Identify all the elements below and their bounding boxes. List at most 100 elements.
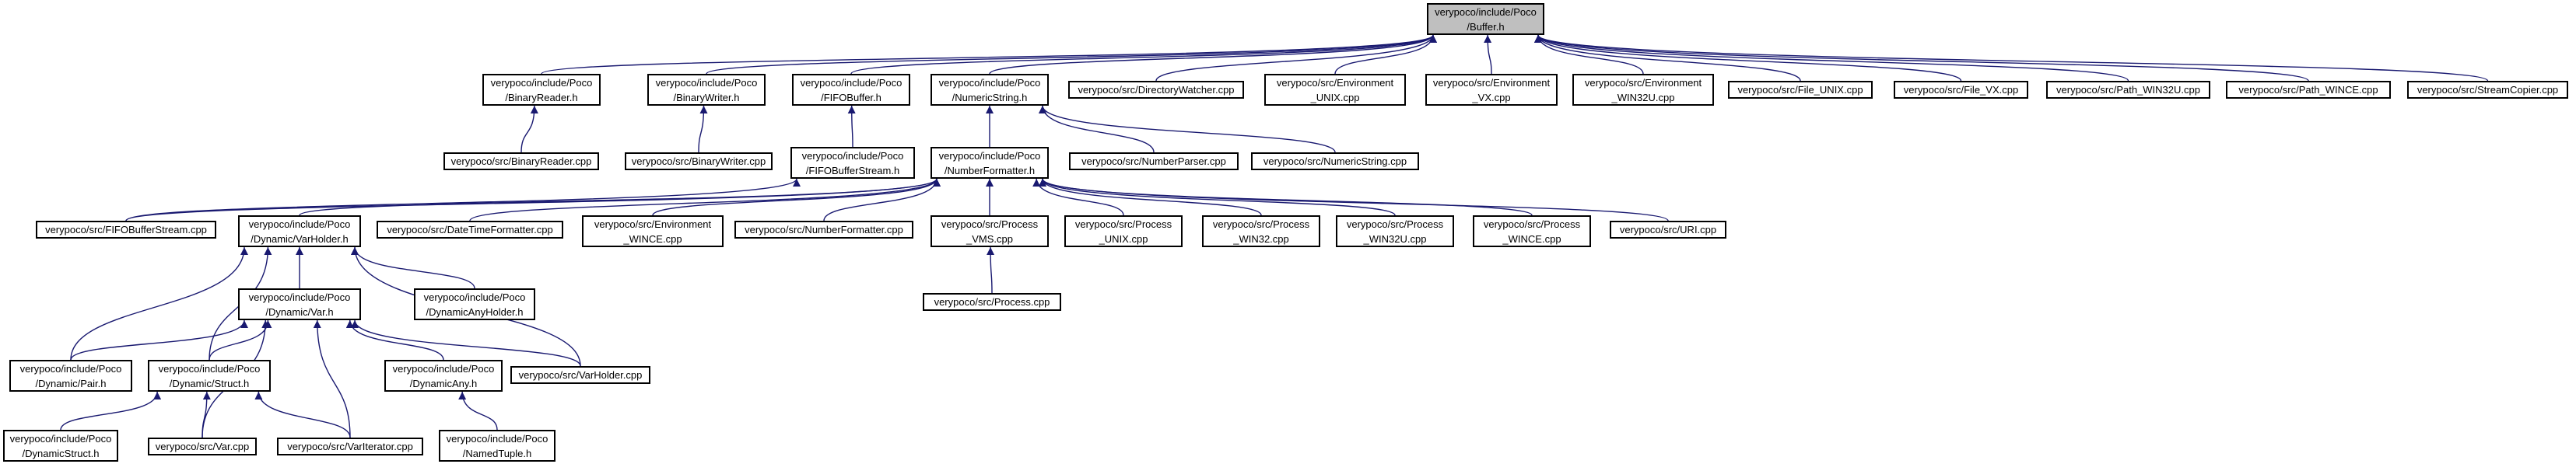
edge-pair-h-to-varholder-h (70, 246, 248, 361)
node-fifobuffer-h[interactable]: verypoco/include/Poco/FIFOBuffer.h (792, 74, 910, 106)
node-dynamicanyholder-h[interactable]: verypoco/include/Poco/DynamicAnyHolder.h (414, 288, 535, 320)
node-file-unix-cpp[interactable]: verypoco/src/File_UNIX.cpp (1728, 81, 1873, 99)
node-numberparser-cpp[interactable]: verypoco/src/NumberParser.cpp (1069, 152, 1239, 170)
node-buffer-h[interactable]: verypoco/include/Poco/Buffer.h (1427, 3, 1544, 35)
node-process-vms-cpp[interactable]: verypoco/src/Process_VMS.cpp (931, 215, 1049, 247)
edge-fifobufferstream-cpp-to-numberformatter-h (125, 178, 941, 222)
node-label-line: _UNIX.cpp (1099, 232, 1148, 245)
node-struct-h[interactable]: verypoco/include/Poco/Dynamic/Struct.h (148, 360, 271, 392)
edge-varholder-cpp-to-var-h (351, 319, 581, 367)
edge-path-win32u-cpp-to-buffer-h (1534, 34, 2129, 82)
node-process-unix-cpp[interactable]: verypoco/src/Process _UNIX.cpp (1064, 215, 1183, 247)
edge-path-wince-cpp-to-buffer-h (1534, 34, 2309, 82)
node-label-line: verypoco/src/NumberFormatter.cpp (745, 224, 903, 235)
node-label-line: _WIN32U.cpp (1611, 91, 1675, 103)
node-environment-vx-cpp[interactable]: verypoco/src/Environment_VX.cpp (1425, 74, 1558, 106)
node-label-line: verypoco/src/Environment (594, 218, 712, 230)
node-binarywriter-h[interactable]: verypoco/include/Poco/BinaryWriter.h (647, 74, 766, 106)
node-file-vx-cpp[interactable]: verypoco/src/File_VX.cpp (1894, 81, 2028, 99)
node-namedtuple-h[interactable]: verypoco/include/Poco/NamedTuple.h (439, 430, 556, 462)
node-environment-unix-cpp[interactable]: verypoco/src/Environment_UNIX.cpp (1264, 74, 1406, 106)
node-dynamicstruct-h[interactable]: verypoco/include/Poco/DynamicStruct.h (3, 430, 118, 462)
node-label-line: verypoco/src/Environment (1276, 76, 1394, 89)
edge-dynamicstruct-h-to-struct-h (60, 391, 162, 431)
node-label-line: /Dynamic/VarHolder.h (251, 232, 349, 245)
node-label-line: /Buffer.h (1467, 20, 1505, 33)
node-process-win32u-cpp[interactable]: verypoco/src/Process _WIN32U.cpp (1336, 215, 1454, 247)
node-process-win32-cpp[interactable]: verypoco/src/Process_WIN32.cpp (1202, 215, 1320, 247)
edge-numericstring-cpp-to-numericstring-h (1039, 105, 1336, 153)
node-label-line: verypoco/include/Poco (158, 362, 261, 375)
node-label-line: verypoco/include/Poco (392, 362, 495, 375)
node-numericstring-cpp[interactable]: verypoco/src/NumericString.cpp (1251, 152, 1419, 170)
node-var-cpp[interactable]: verypoco/src/Var.cpp (148, 438, 257, 455)
node-label-line: /DynamicAnyHolder.h (426, 305, 524, 318)
node-label-line: verypoco/include/Poco (1435, 5, 1537, 18)
node-label-line: /NamedTuple.h (462, 447, 532, 459)
node-label-line: /FIFOBuffer.h (821, 91, 881, 103)
node-label-line: verypoco/src/VarHolder.cpp (518, 369, 643, 381)
edge-process-win32-cpp-to-numberformatter-h (1039, 178, 1262, 216)
node-label-line: /Dynamic/Struct.h (169, 377, 250, 389)
node-varholder-h[interactable]: verypoco/include/Poco/Dynamic/VarHolder.… (238, 215, 361, 247)
node-varholder-cpp[interactable]: verypoco/src/VarHolder.cpp (510, 366, 650, 384)
node-binaryreader-h[interactable]: verypoco/include/Poco/BinaryReader.h (482, 74, 601, 106)
node-label-line: /Dynamic/Var.h (265, 305, 334, 318)
node-process-wince-cpp[interactable]: verypoco/src/Process_WINCE.cpp (1473, 215, 1591, 247)
edge-environment-vx-cpp-to-buffer-h (1484, 34, 1492, 75)
node-var-h[interactable]: verypoco/include/Poco/Dynamic/Var.h (238, 288, 361, 320)
node-label-line: _VMS.cpp (966, 232, 1013, 245)
node-dynamicany-h[interactable]: verypoco/include/Poco/DynamicAny.h (384, 360, 503, 392)
node-label-line: _VX.cpp (1472, 91, 1511, 103)
node-label-line: verypoco/include/Poco (490, 76, 593, 89)
node-label-line: verypoco/src/BinaryWriter.cpp (631, 155, 766, 167)
node-label-line: verypoco/src/NumericString.cpp (1263, 155, 1407, 167)
node-numberformatter-cpp[interactable]: verypoco/src/NumberFormatter.cpp (734, 221, 913, 239)
node-variterator-cpp[interactable]: verypoco/src/VarIterator.cpp (277, 438, 423, 455)
node-label-line: verypoco/src/Var.cpp (155, 441, 250, 452)
node-path-wince-cpp[interactable]: verypoco/src/Path_WINCE.cpp (2226, 81, 2391, 99)
edge-process-win32u-cpp-to-numberformatter-h (1039, 178, 1396, 216)
edge-numberformatter-cpp-to-numberformatter-h (823, 178, 941, 222)
node-label-line: verypoco/src/Environment (1584, 76, 1702, 89)
edge-var-cpp-to-struct-h (202, 391, 211, 438)
node-datetimeformatter-cpp[interactable]: verypoco/src/DateTimeFormatter.cpp (377, 221, 563, 239)
node-path-win32u-cpp[interactable]: verypoco/src/Path_WIN32U.cpp (2046, 81, 2210, 99)
edge-dynamicany-h-to-var-h (345, 319, 444, 361)
node-label-line: /NumericString.h (952, 91, 1028, 103)
node-label-line: verypoco/src/Process (1346, 218, 1444, 230)
node-environment-wince-cpp[interactable]: verypoco/src/Environment_WINCE.cpp (582, 215, 724, 247)
node-directorywatcher-cpp[interactable]: verypoco/src/DirectoryWatcher.cpp (1068, 81, 1244, 99)
edge-struct-h-to-var-h (209, 319, 272, 361)
node-label-line: /BinaryWriter.h (673, 91, 740, 103)
node-label-line: verypoco/include/Poco (19, 362, 122, 375)
node-uri-cpp[interactable]: verypoco/src/URI.cpp (1610, 221, 1726, 239)
edge-process-unix-cpp-to-numberformatter-h (1032, 178, 1124, 216)
edge-streamcopier-cpp-to-buffer-h (1534, 34, 2489, 82)
node-label-line: verypoco/src/URI.cpp (1619, 224, 1717, 235)
node-label-line: verypoco/include/Poco (248, 291, 351, 303)
node-label-line: verypoco/src/Process (1074, 218, 1172, 230)
node-label-line: verypoco/src/Process.cpp (934, 296, 1050, 308)
node-environment-win32u-cpp[interactable]: verypoco/src/Environment _WIN32U.cpp (1572, 74, 1714, 106)
node-label-line: verypoco/src/NumberParser.cpp (1081, 155, 1226, 167)
node-label-line: _WINCE.cpp (1502, 232, 1561, 245)
edge-uri-cpp-to-numberformatter-h (1039, 178, 1669, 222)
node-binarywriter-cpp[interactable]: verypoco/src/BinaryWriter.cpp (625, 152, 773, 170)
node-label-line: /DynamicAny.h (409, 377, 478, 389)
node-label-line: verypoco/include/Poco (655, 76, 758, 89)
node-pair-h[interactable]: verypoco/include/Poco/Dynamic/Pair.h (9, 360, 132, 392)
edge-datetimeformatter-cpp-to-numberformatter-h (469, 178, 941, 222)
node-label-line: verypoco/src/StreamCopier.cpp (2417, 84, 2559, 96)
node-fifobufferstream-cpp[interactable]: verypoco/src/FIFOBufferStream.cpp (36, 221, 216, 239)
node-fifobufferstream-h[interactable]: verypoco/include/Poco/FIFOBufferStream.h (790, 147, 915, 179)
node-binaryreader-cpp[interactable]: verypoco/src/BinaryReader.cpp (443, 152, 599, 170)
node-numberformatter-h[interactable]: verypoco/include/Poco/NumberFormatter.h (931, 147, 1049, 179)
node-label-line: verypoco/src/DateTimeFormatter.cpp (387, 224, 553, 235)
node-process-cpp[interactable]: verypoco/src/Process.cpp (923, 293, 1061, 311)
edge-variterator-cpp-to-var-h (313, 319, 351, 438)
node-label-line: _WIN32U.cpp (1363, 232, 1427, 245)
node-streamcopier-cpp[interactable]: verypoco/src/StreamCopier.cpp (2407, 81, 2568, 99)
node-numericstring-h[interactable]: verypoco/include/Poco/NumericString.h (931, 74, 1049, 106)
